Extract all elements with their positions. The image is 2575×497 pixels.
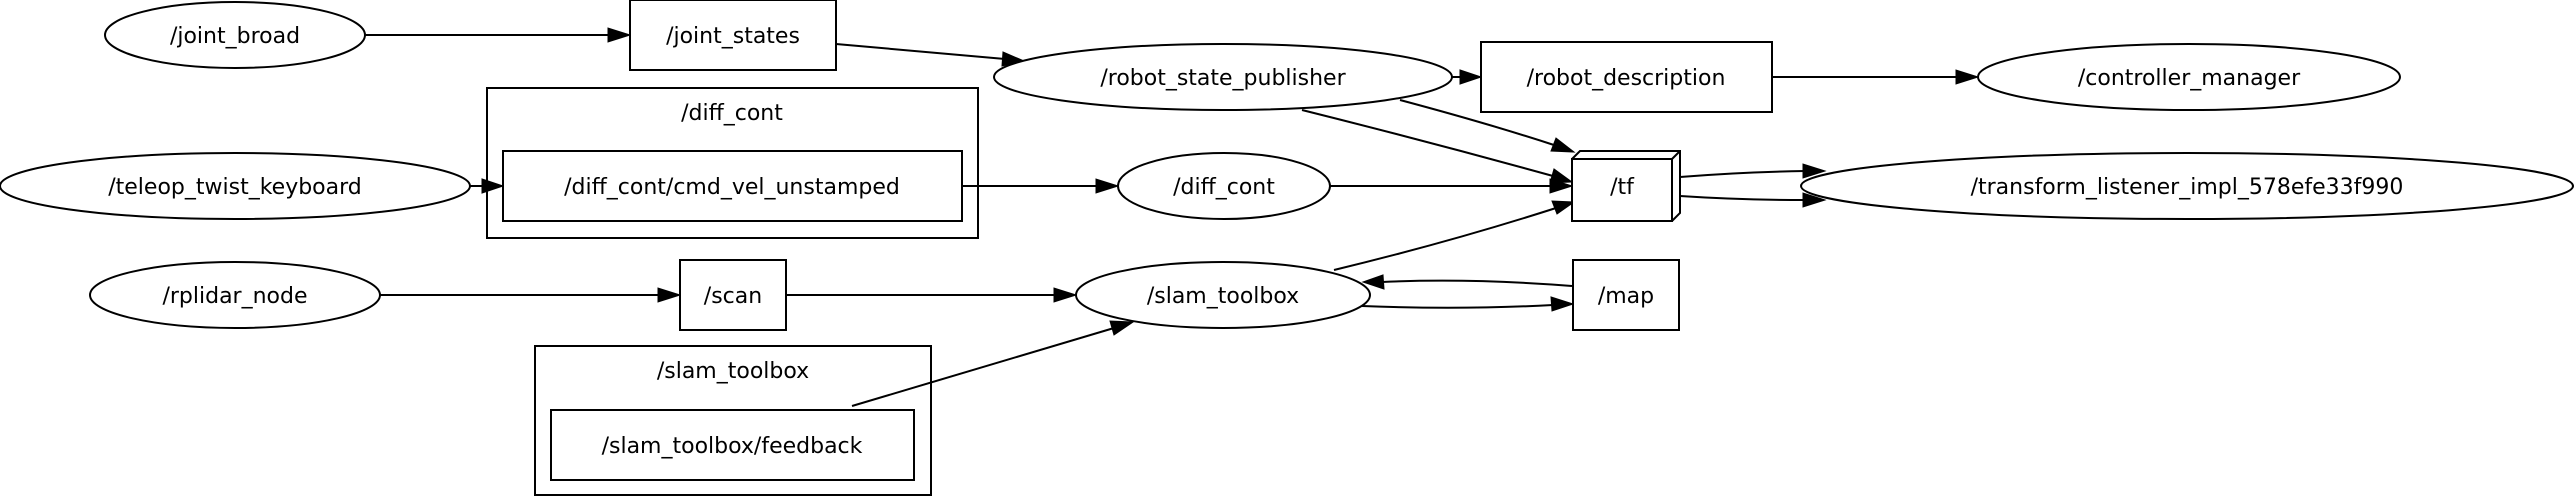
topic-joint-states-label: /joint_states: [666, 24, 800, 49]
topic-robot-description-label: /robot_description: [1527, 66, 1726, 91]
arrowhead: [1955, 69, 1980, 85]
node-joint-broad[interactable]: /joint_broad: [104, 1, 366, 69]
topic-tf[interactable]: /tf: [1571, 150, 1681, 222]
node-slam-toolbox-shape: [1075, 261, 1371, 329]
node-rplidar-node-shape: [89, 261, 381, 329]
node-rplidar-node[interactable]: /rplidar_node: [89, 261, 381, 329]
cluster-slam-toolbox-frame: [534, 345, 932, 496]
node-joint-broad-label: /joint_broad: [170, 24, 300, 49]
node-transform-listener-label: /transform_listener_impl_578efe33f990: [1971, 175, 2404, 200]
topic-map-shape: [1572, 259, 1680, 331]
node-robot-state-publisher[interactable]: /robot_state_publisher: [993, 43, 1453, 111]
node-teleop-twist-keyboard[interactable]: /teleop_twist_keyboard: [0, 152, 471, 220]
node-teleop-twist-keyboard-label: /teleop_twist_keyboard: [108, 175, 362, 200]
topic-map[interactable]: /map: [1572, 259, 1680, 331]
arrowhead: [481, 178, 505, 194]
arrowhead: [1361, 274, 1385, 290]
arrowhead: [1459, 69, 1483, 85]
edge-map-to-slam-toolbox: [1381, 279, 1573, 287]
node-controller-manager-shape: [1977, 43, 2401, 111]
topic-diff-cont-cmd-vel-unstamped-shape: [502, 150, 963, 222]
node-rplidar-node-label: /rplidar_node: [162, 284, 307, 309]
arrowhead: [607, 27, 632, 43]
topic-slam-toolbox-feedback-label: /slam_toolbox/feedback: [602, 434, 863, 459]
topic-tf-shape: [1571, 158, 1673, 222]
node-transform-listener[interactable]: /transform_listener_impl_578efe33f990: [1800, 152, 2574, 220]
arrowhead: [1802, 163, 1827, 179]
edge-robot-state-publisher-to-tf: [1301, 109, 1554, 177]
cluster-diff-cont: /diff_cont: [486, 87, 979, 239]
arrowhead: [1095, 178, 1120, 194]
topic-slam-toolbox-feedback[interactable]: /slam_toolbox/feedback: [550, 409, 915, 481]
topic-robot-description[interactable]: /robot_description: [1480, 41, 1773, 113]
edge-slam-toolbox-to-tf: [1333, 207, 1557, 271]
node-diff-cont-label: /diff_cont: [1173, 175, 1275, 200]
arrowhead: [1802, 192, 1827, 208]
node-robot-state-publisher-label: /robot_state_publisher: [1100, 66, 1346, 91]
cluster-slam-toolbox: /slam_toolbox: [534, 345, 932, 496]
topic-scan[interactable]: /scan: [679, 259, 787, 331]
topic-joint-states-shape: [629, 0, 837, 71]
topic-map-label: /map: [1598, 284, 1654, 309]
arrowhead: [1550, 137, 1576, 153]
arrowhead: [1549, 178, 1574, 194]
cluster-slam-toolbox-label: /slam_toolbox: [657, 359, 809, 384]
topic-joint-states[interactable]: /joint_states: [629, 0, 837, 71]
arrowhead: [1550, 296, 1575, 312]
node-diff-cont-shape: [1117, 152, 1331, 220]
node-diff-cont[interactable]: /diff_cont: [1117, 152, 1331, 220]
node-teleop-twist-keyboard-shape: [0, 152, 471, 220]
node-slam-toolbox-label: /slam_toolbox: [1147, 284, 1299, 309]
topic-scan-shape: [679, 259, 787, 331]
edge-tf-to-transform-listener: [1679, 170, 1806, 178]
node-joint-broad-shape: [104, 1, 366, 69]
edge-tf-to-transform-listener: [1679, 195, 1806, 201]
topic-tf-stack-shape: [1571, 150, 1681, 222]
edges: [365, 27, 1980, 407]
edge-joint-states-to-robot-state-publisher: [835, 43, 1006, 60]
topic-diff-cont-cmd-vel-unstamped[interactable]: /diff_cont/cmd_vel_unstamped: [502, 150, 963, 222]
cluster-diff-cont-frame: [486, 87, 979, 239]
arrowhead: [657, 287, 682, 303]
topic-scan-label: /scan: [704, 284, 762, 309]
topic-slam-toolbox-feedback-shape: [550, 409, 915, 481]
edge-robot-state-publisher-to-tf: [1399, 99, 1558, 147]
topic-diff-cont-cmd-vel-unstamped-label: /diff_cont/cmd_vel_unstamped: [564, 175, 900, 200]
node-transform-listener-shape: [1800, 152, 2574, 220]
topic-robot-description-shape: [1480, 41, 1773, 113]
cluster-diff-cont-label: /diff_cont: [681, 101, 783, 126]
arrowhead: [1109, 320, 1135, 336]
node-controller-manager-label: /controller_manager: [2078, 66, 2301, 91]
edge-slam-toolbox-to-map: [1361, 304, 1554, 309]
arrowhead: [1053, 287, 1078, 303]
edge-slam-toolbox-feedback-to-slam-toolbox: [851, 327, 1115, 407]
topic-tf-label: /tf: [1610, 175, 1635, 200]
node-controller-manager[interactable]: /controller_manager: [1977, 43, 2401, 111]
node-robot-state-publisher-shape: [993, 43, 1453, 111]
node-slam-toolbox[interactable]: /slam_toolbox: [1075, 261, 1371, 329]
arrowhead: [1551, 200, 1576, 215]
